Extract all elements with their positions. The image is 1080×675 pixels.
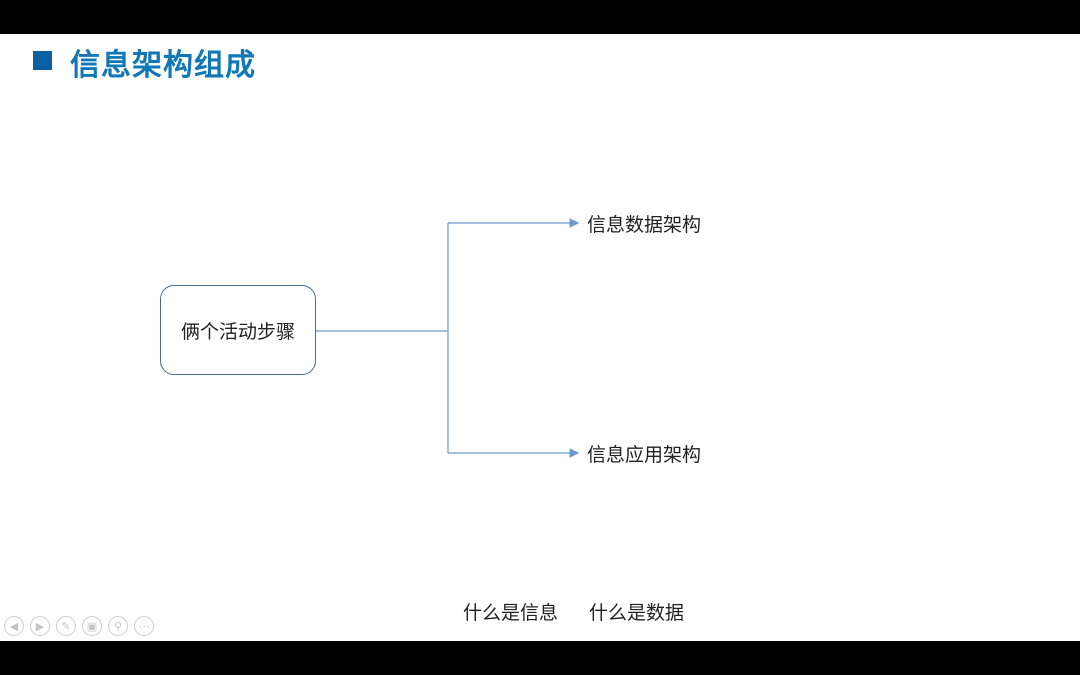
branch-label-data-architecture: 信息数据架构 (587, 214, 702, 236)
slide: 信息架构组成 俩个活动步骤 信息数据架构 信息应用架构 什么是信息 什么是数据 … (0, 34, 1080, 641)
caption-what-is-information: 什么是信息 (463, 602, 559, 624)
zoom-icon[interactable]: ⚲ (108, 616, 128, 636)
root-node: 俩个活动步骤 (160, 285, 316, 375)
title-bullet-square (33, 51, 52, 70)
next-icon[interactable]: ▶ (30, 616, 50, 636)
caption-what-is-data: 什么是数据 (589, 602, 685, 624)
root-node-label: 俩个活动步骤 (180, 320, 295, 343)
pen-icon[interactable]: ✎ (56, 616, 76, 636)
previous-icon[interactable]: ◀ (4, 616, 24, 636)
diagram-connectors (316, 218, 580, 458)
slides-icon[interactable]: ▣ (82, 616, 102, 636)
more-icon[interactable]: ⋯ (134, 616, 154, 636)
slide-title: 信息架构组成 (70, 48, 256, 83)
branch-label-application-architecture: 信息应用架构 (587, 444, 702, 466)
presentation-toolbar: ◀ ▶ ✎ ▣ ⚲ ⋯ (4, 616, 154, 636)
